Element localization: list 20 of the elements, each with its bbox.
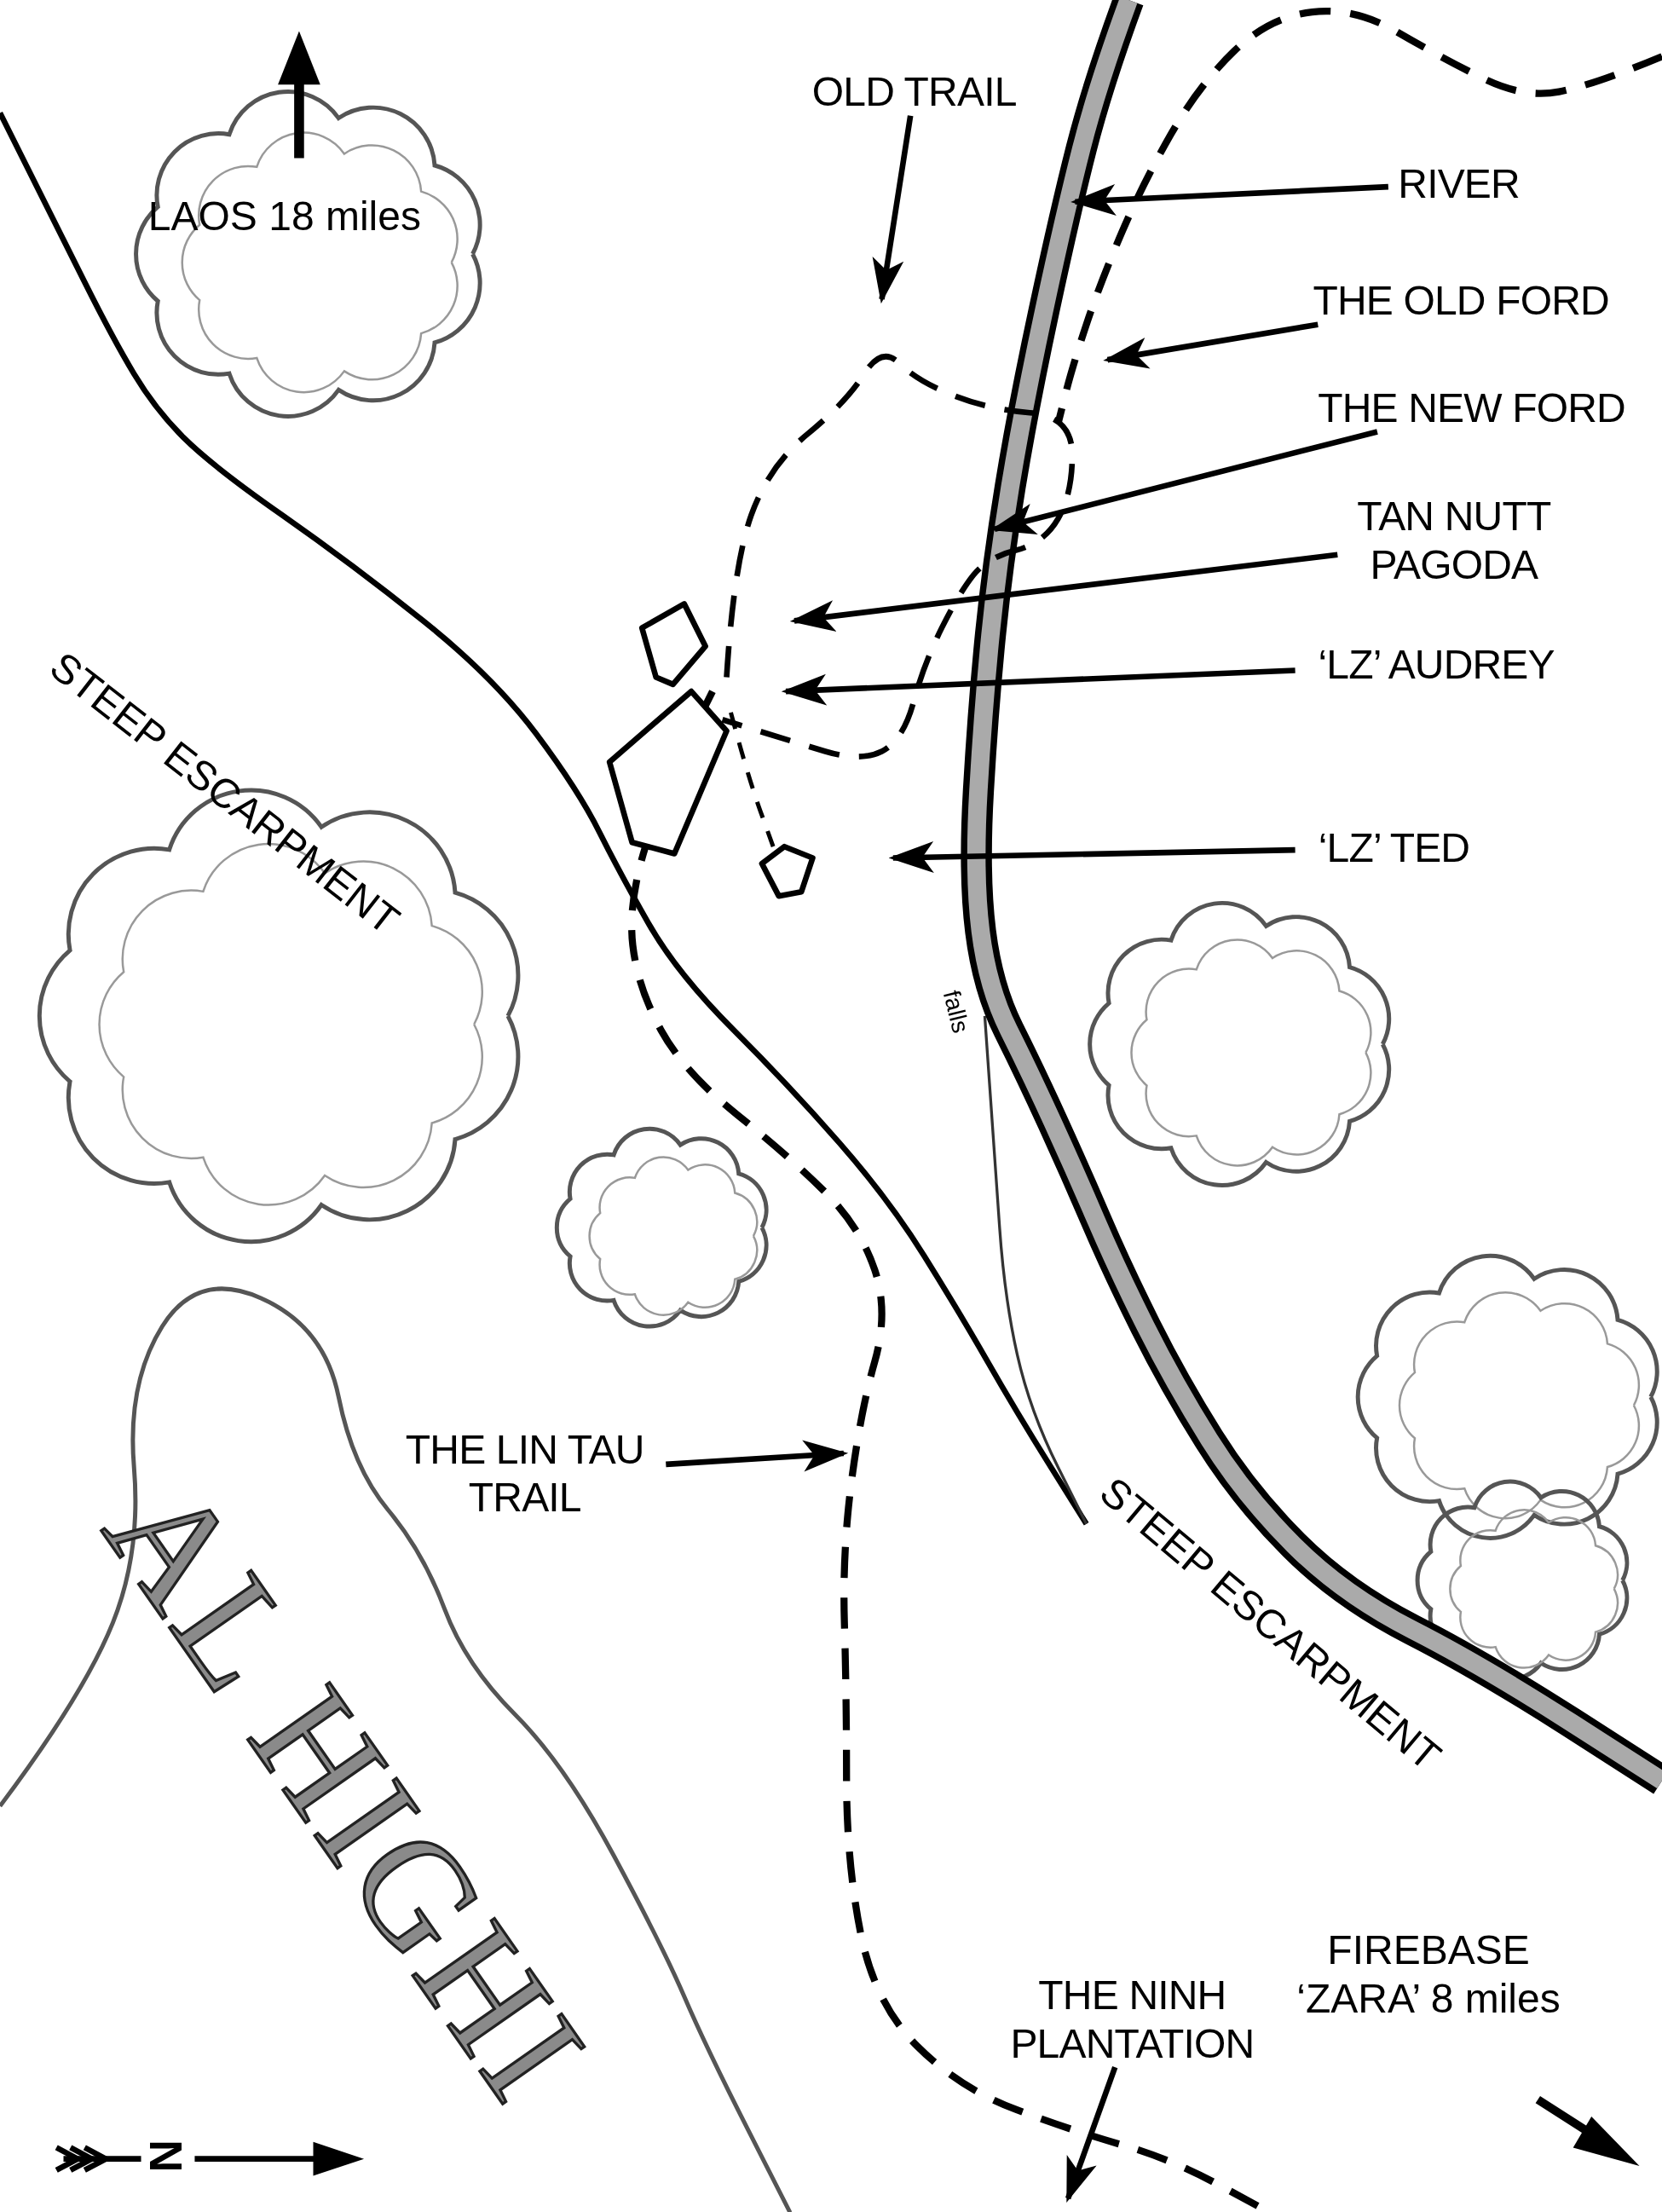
leader-line [789, 552, 1338, 632]
place-label: THE NINH PLANTATION [987, 1971, 1278, 2068]
leader-line [781, 667, 1296, 706]
compass-letter: N [141, 2140, 190, 2173]
leader-line [666, 1440, 849, 1472]
place-label: THE LIN TAU TRAIL [384, 1424, 667, 1522]
place-label: THE NEW FORD [1295, 384, 1648, 432]
map-label: FIREBASE ‘ZARA’ 8 miles [1296, 1926, 1561, 2023]
place-label: OLD TRAIL [793, 67, 1035, 116]
place-label: TAN NUTT PAGODA [1337, 492, 1571, 589]
leader-line [872, 115, 914, 304]
leader-line [1103, 321, 1319, 369]
place-label: RIVER [1388, 159, 1530, 208]
map-label: LAOS 18 miles [147, 192, 421, 240]
map-label: falls [938, 987, 974, 1036]
place-label: ‘LZ’ AUDREY [1295, 640, 1578, 689]
place-label: THE OLD FORD [1295, 276, 1627, 325]
leader-line [1065, 2065, 1118, 2203]
leader-line [888, 841, 1296, 874]
place-label: ‘LZ’ TED [1295, 823, 1493, 872]
